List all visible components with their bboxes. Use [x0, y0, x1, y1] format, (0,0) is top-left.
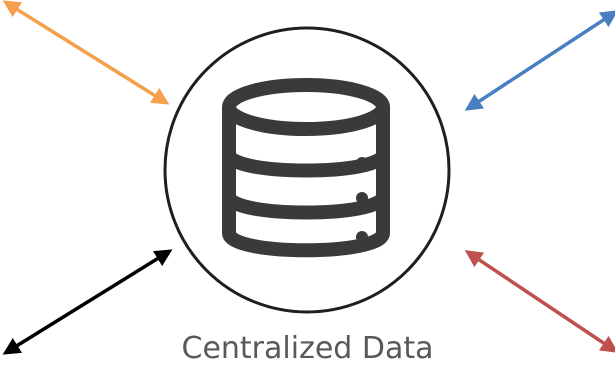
arrow-bottom-right: [464, 250, 615, 353]
caption-centralized-data: Centralized Data: [181, 331, 434, 366]
arrow-bottom-left: [2, 249, 173, 355]
database-indicator-dots: [356, 157, 368, 243]
database-icon: [222, 78, 390, 258]
arrow-top-right: [464, 10, 615, 111]
arrow-top-left: [2, 0, 170, 105]
